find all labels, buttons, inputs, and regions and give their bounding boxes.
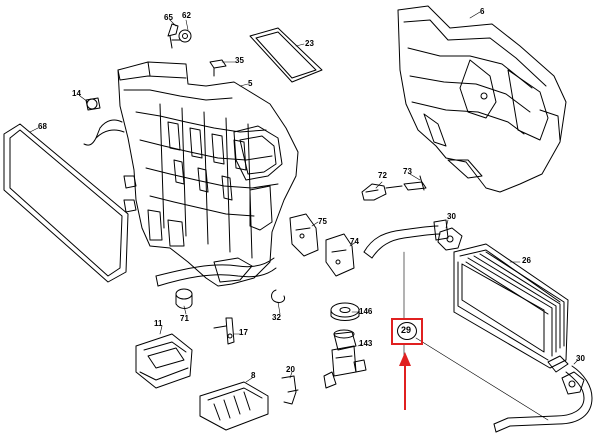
callout-5[interactable]: 5 [248,79,253,88]
part-71-drawing [175,288,193,309]
part-8-drawing [199,381,269,431]
callout-29[interactable]: 29 [401,325,412,335]
callout-30-upper[interactable]: 30 [447,212,456,221]
part-32-drawing [271,289,285,303]
callout-65[interactable]: 65 [164,13,173,22]
callout-14[interactable]: 14 [72,89,81,98]
part-20-drawing [281,375,299,405]
heater-core-drawing [453,243,569,369]
part-75-drawing [289,213,319,257]
heater-housing-drawing [83,61,299,287]
callout-29-circle [397,322,417,340]
part-72-73-drawing [361,175,427,201]
leader-lines [29,11,579,421]
callout-146[interactable]: 146 [359,307,373,316]
part-30-upper-drawing [437,227,463,251]
callout-6[interactable]: 6 [480,7,485,16]
part-6-drawing [397,5,567,193]
callout-71[interactable]: 71 [180,314,189,323]
callout-20[interactable]: 20 [286,365,295,374]
part-146-drawing [330,302,360,321]
highlight-box [391,318,423,345]
callout-11[interactable]: 11 [154,319,163,328]
callout-62[interactable]: 62 [182,11,191,20]
part-35-drawing [209,59,227,77]
part-23-drawing [249,27,323,83]
callout-26[interactable]: 26 [522,256,531,265]
part-74-drawing [325,233,355,277]
callout-74[interactable]: 74 [350,237,359,246]
lower-pipe-drawing [493,355,593,433]
callout-30-lower[interactable]: 30 [576,354,585,363]
highlight-arrow [399,352,411,410]
callout-32[interactable]: 32 [272,313,281,322]
callout-75[interactable]: 75 [318,217,327,226]
part-14-drawing [85,97,101,111]
callout-35[interactable]: 35 [235,56,244,65]
callout-23[interactable]: 23 [305,39,314,48]
callout-68[interactable]: 68 [38,122,47,131]
callout-72[interactable]: 72 [378,171,387,180]
callout-8[interactable]: 8 [251,371,256,380]
callout-143[interactable]: 143 [359,339,373,348]
upper-pipe-drawing [363,219,449,259]
part-68-drawing [3,123,129,283]
callout-17[interactable]: 17 [239,328,248,337]
part-11-drawing [135,333,193,389]
part-65-62-drawing [167,23,192,49]
part-17-drawing [213,317,235,345]
callout-73[interactable]: 73 [403,167,412,176]
part-143-drawing [323,329,367,389]
